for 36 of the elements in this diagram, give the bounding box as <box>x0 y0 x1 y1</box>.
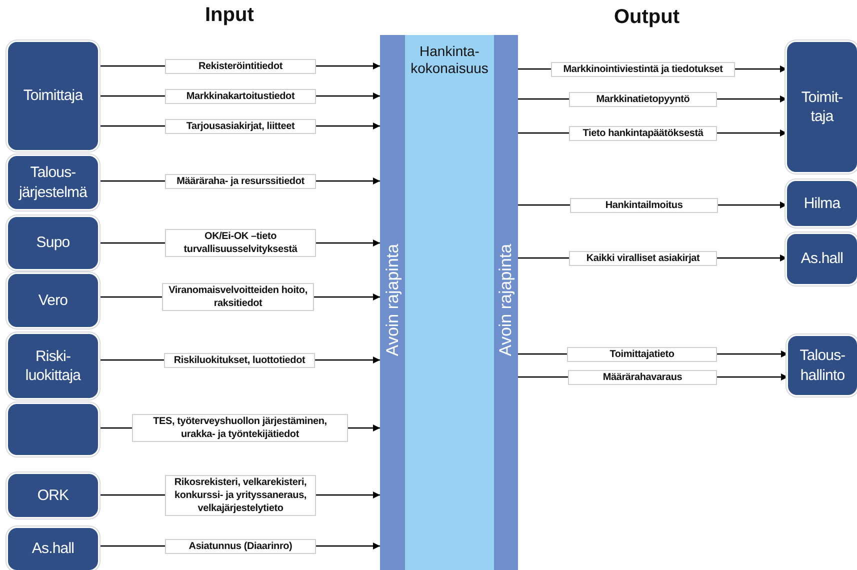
edge-label: Hankintailmoitus <box>570 198 718 212</box>
edge-label: Markkinakartoitustiedot <box>165 88 316 104</box>
edge-label: Riskiluokitukset, luottotiedot <box>164 352 315 368</box>
interface-label: Avoin rajapinta <box>496 244 516 356</box>
edge-label: Markkinatietopyyntö <box>569 92 717 106</box>
system-box: As.hall <box>8 528 98 570</box>
edge-label: Tarjousasiakirjat, liitteet <box>165 118 316 134</box>
system-box: Talous- järjestelmä <box>8 156 98 209</box>
system-box: Toimit- taja <box>787 42 857 172</box>
edge-label: Asiatunnus (Diaarinro) <box>165 538 316 554</box>
edge-label: Toimittajatieto <box>567 346 717 362</box>
edge-label: Kaikki viralliset asiakirjat <box>569 250 717 266</box>
edge-label: Markkinointiviestintä ja tiedotukset <box>551 62 735 76</box>
edge-label: Rikosrekisteri, velkarekisteri, konkurssi- ja yrityssaneraus, velkajärjestelytieto <box>165 474 316 516</box>
interface-label: Avoin rajapinta <box>382 244 403 356</box>
edge-label: TES, työterveyshuollon järjestäminen, urakka- ja työntekijätiedot <box>132 414 348 442</box>
interface-bar <box>494 35 518 570</box>
edge-label: Määrärahavaraus <box>568 370 717 384</box>
edge-label: Määräraha- ja resurssitiedot <box>165 174 316 188</box>
system-box: Hilma <box>787 181 857 226</box>
system-box: Talous- hallinto <box>788 336 857 395</box>
system-box: Vero <box>8 274 98 327</box>
procurement-column: Hankinta- kokonaisuus <box>405 35 494 570</box>
system-box: Toimittaja <box>8 42 98 150</box>
system-box: Supo <box>8 217 98 269</box>
edge-label: Rekisteröintitiedot <box>165 58 316 74</box>
system-box: Riski- luokittaja <box>8 334 98 398</box>
edge-label: Viranomaisvelvoitteiden hoito, raksitiedot <box>162 283 314 311</box>
column-heading: Output <box>614 6 680 29</box>
interface-bar <box>380 35 405 570</box>
system-box <box>8 404 98 455</box>
system-box: As.hall <box>787 234 857 284</box>
edge-label: Tieto hankintapäätöksestä <box>569 126 717 140</box>
system-box: ORK <box>8 474 98 517</box>
edge-label: OK/Ei-OK –tieto turvallisuusselvityksestä <box>165 229 316 257</box>
column-heading: Input <box>205 4 254 27</box>
